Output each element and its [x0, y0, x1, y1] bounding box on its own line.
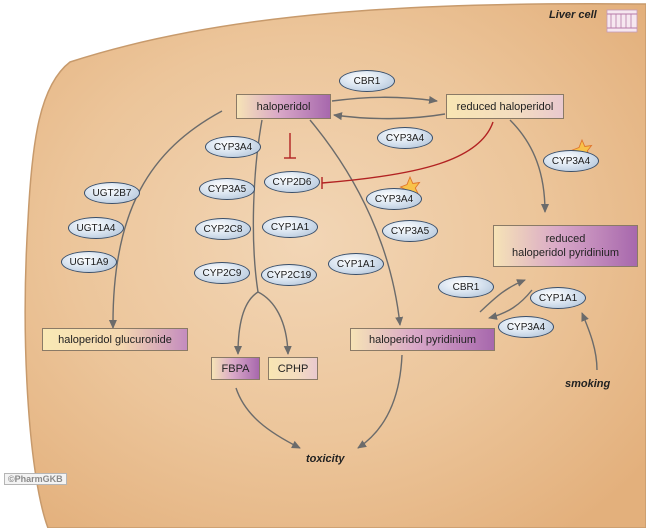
enzyme-cbr1[interactable]: CBR1: [339, 70, 395, 92]
enzyme-ugt1a9[interactable]: UGT1A9: [61, 251, 117, 273]
arrow-pyridinium-to-reduced-pyridinium: [479, 279, 526, 313]
enzyme-ugt1a4[interactable]: UGT1A4: [68, 217, 124, 239]
reduced-pyridinium-line1: reduced: [545, 233, 586, 245]
enzyme-cyp1a1[interactable]: CYP1A1: [530, 287, 586, 309]
molecule-haloperidol-glucuronide[interactable]: haloperidol glucuronide: [42, 328, 188, 351]
arrow-reduced-to-haloperidol: [333, 112, 446, 121]
enzyme-cyp3a4[interactable]: CYP3A4: [498, 316, 554, 338]
arrow-haloperidol-to-reduced: [331, 95, 438, 104]
molecule-reduced-haloperidol[interactable]: reduced haloperidol: [446, 94, 564, 119]
inhibition-reduced-cyp2d6: [321, 121, 494, 184]
arrow-to-fbpa-cphp-stem: [252, 119, 263, 293]
arrow-reduced-pyridinium-to-pyridinium: [488, 289, 533, 320]
enzyme-cyp2c9[interactable]: CYP2C9: [194, 262, 250, 284]
outcome-toxicity: toxicity: [306, 453, 345, 465]
watermark: ©PharmGKB: [4, 473, 67, 485]
molecule-reduced-haloperidol-pyridinium[interactable]: reduced haloperidol pyridinium: [493, 225, 638, 267]
enzyme-cyp2c8[interactable]: CYP2C8: [195, 218, 251, 240]
enzyme-cyp3a4[interactable]: CYP3A4: [205, 136, 261, 158]
arrow-to-cphp: [257, 291, 292, 355]
enzyme-cyp1a1[interactable]: CYP1A1: [262, 216, 318, 238]
molecule-haloperidol-pyridinium[interactable]: haloperidol pyridinium: [350, 328, 495, 351]
enzyme-cyp3a4[interactable]: CYP3A4: [377, 127, 433, 149]
molecule-cphp[interactable]: CPHP: [268, 357, 318, 380]
reduced-pyridinium-line2: haloperidol pyridinium: [511, 247, 619, 259]
enzyme-cyp2c19[interactable]: CYP2C19: [261, 264, 317, 286]
arrow-pyridinium-to-toxicity: [357, 354, 403, 449]
arrow-to-pyridinium: [309, 119, 404, 326]
enzyme-cbr1[interactable]: CBR1: [438, 276, 494, 298]
enzyme-cyp3a4-induced[interactable]: CYP3A4: [543, 150, 599, 172]
enzyme-cyp3a4-induced[interactable]: CYP3A4: [366, 188, 422, 210]
enzyme-ugt2b7[interactable]: UGT2B7: [84, 182, 140, 204]
arrow-fbpa-to-toxicity: [235, 387, 301, 449]
cell-title: Liver cell: [549, 9, 597, 21]
arrow-to-reduced-pyridinium: [509, 119, 549, 213]
membrane-icon: [606, 9, 638, 33]
molecule-haloperidol[interactable]: haloperidol: [236, 94, 331, 119]
molecule-fbpa[interactable]: FBPA: [211, 357, 260, 380]
arrow-to-fbpa: [234, 291, 259, 355]
factor-smoking: smoking: [565, 378, 611, 390]
enzyme-cyp2d6[interactable]: CYP2D6: [264, 171, 320, 193]
enzyme-cyp3a5[interactable]: CYP3A5: [382, 220, 438, 242]
enzyme-cyp1a1[interactable]: CYP1A1: [328, 253, 384, 275]
enzyme-cyp3a5[interactable]: CYP3A5: [199, 178, 255, 200]
arrow-to-glucuronide: [108, 110, 223, 329]
arrow-smoking-to-cyp1a1: [581, 312, 598, 371]
